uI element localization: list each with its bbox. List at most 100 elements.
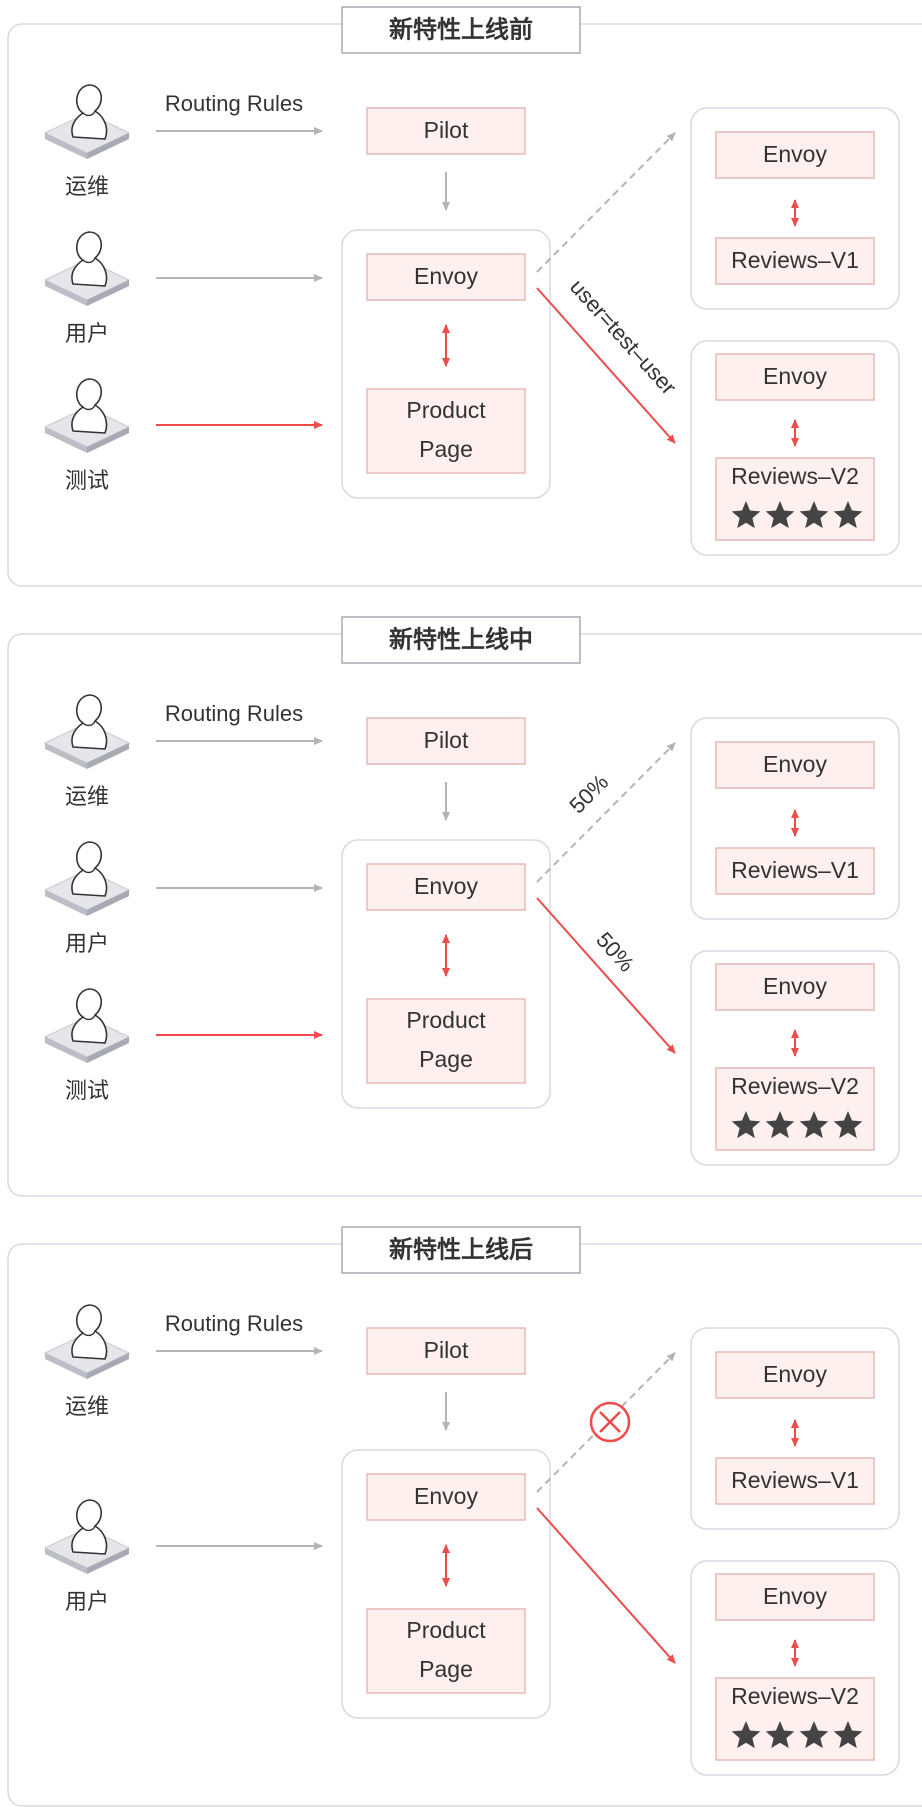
- v1-envoy-box: [715, 1351, 875, 1399]
- person-outline: [71, 988, 108, 1044]
- person-neck: [82, 1014, 96, 1021]
- platform-left: [45, 1353, 87, 1379]
- v1-envoy-box: [715, 131, 875, 179]
- user-icon: [43, 988, 131, 1063]
- person-neck: [82, 257, 96, 264]
- platform-right: [87, 427, 129, 453]
- routing-rules-label: Routing Rules: [165, 701, 303, 726]
- routing-rules-label: Routing Rules: [165, 91, 303, 116]
- user-icon: [43, 378, 131, 453]
- platform-right: [87, 280, 129, 306]
- person-outline: [71, 694, 108, 750]
- product-page-box: [366, 388, 526, 474]
- v2-envoy-label: Envoy: [763, 363, 827, 389]
- platform-left: [45, 280, 87, 306]
- person-neck: [82, 867, 96, 874]
- user-icon: [43, 1499, 131, 1574]
- user-icon: [43, 231, 131, 306]
- v1-reviews-box: [715, 1457, 875, 1505]
- user-label: 用户: [65, 931, 109, 956]
- platform-left: [45, 890, 87, 916]
- product-label-1: Product: [406, 1007, 486, 1033]
- product-label-2: Page: [419, 1656, 473, 1682]
- star-icon: [799, 1721, 829, 1749]
- person-outline: [71, 378, 108, 434]
- star-icon: [731, 1111, 761, 1139]
- route-to-v2: [536, 287, 676, 444]
- v2-reviews-label: Reviews–V2: [731, 463, 859, 489]
- user-label: 测试: [65, 468, 109, 493]
- platform-right: [87, 1353, 129, 1379]
- user-label: 运维: [65, 174, 109, 199]
- v1-reviews-label: Reviews–V1: [731, 247, 859, 273]
- pilot-box: [366, 717, 526, 765]
- v2-envoy-box: [715, 1573, 875, 1621]
- person-outline: [71, 1304, 108, 1360]
- platform-right: [87, 743, 129, 769]
- v1-envoy-label: Envoy: [763, 141, 827, 167]
- product-page-box: [366, 998, 526, 1084]
- person-neck: [82, 1330, 96, 1337]
- panel-title-box: [341, 6, 581, 54]
- person-neck: [82, 110, 96, 117]
- platform-left: [45, 133, 87, 159]
- pilot-label: Pilot: [424, 1337, 469, 1363]
- user-icon: [43, 1304, 131, 1379]
- v1-reviews-label: Reviews–V1: [731, 857, 859, 883]
- platform-left: [45, 1037, 87, 1063]
- star-icon: [731, 1721, 761, 1749]
- blocked-icon-x2: [599, 1411, 621, 1433]
- v1-envoy-label: Envoy: [763, 751, 827, 777]
- platform-right: [87, 1548, 129, 1574]
- pilot-label: Pilot: [424, 117, 469, 143]
- v1-envoy-box: [715, 741, 875, 789]
- user-label: 运维: [65, 1394, 109, 1419]
- v2-reviews-label: Reviews–V2: [731, 1073, 859, 1099]
- v2-envoy-box: [715, 963, 875, 1011]
- envoy-box: [366, 1473, 526, 1521]
- user-label: 用户: [65, 1589, 109, 1614]
- platform-right: [87, 890, 129, 916]
- user-label: 测试: [65, 1078, 109, 1103]
- route-to-v2: [536, 1507, 676, 1664]
- person-outline: [71, 231, 108, 287]
- pilot-label: Pilot: [424, 727, 469, 753]
- star-icon: [765, 1111, 795, 1139]
- product-label-1: Product: [406, 397, 486, 423]
- envoy-box: [366, 863, 526, 911]
- v2-reviews-box: [715, 1677, 875, 1761]
- route-to-v1: [536, 742, 676, 883]
- pilot-box: [366, 107, 526, 155]
- v1-reviews-box: [715, 847, 875, 895]
- platform-left: [45, 1548, 87, 1574]
- user-label: 用户: [65, 321, 109, 346]
- v1-reviews-label: Reviews–V1: [731, 1467, 859, 1493]
- panel-title-box: [341, 1226, 581, 1274]
- product-page-box: [366, 1608, 526, 1694]
- person-neck: [82, 404, 96, 411]
- platform-right: [87, 1037, 129, 1063]
- user-icon: [43, 84, 131, 159]
- panel-title-box: [341, 616, 581, 664]
- platform-right: [87, 133, 129, 159]
- star-icon: [833, 1111, 863, 1139]
- envoy-label: Envoy: [414, 873, 478, 899]
- person-outline: [71, 84, 108, 140]
- star-icon: [833, 1721, 863, 1749]
- route-to-v2: [536, 897, 676, 1054]
- user-icon: [43, 841, 131, 916]
- person-outline: [71, 841, 108, 897]
- panel-title: 新特性上线中: [389, 625, 533, 653]
- platform-left: [45, 743, 87, 769]
- product-label-2: Page: [419, 436, 473, 462]
- user-label: 运维: [65, 784, 109, 809]
- v1-envoy-label: Envoy: [763, 1361, 827, 1387]
- route-to-v1: [536, 132, 676, 273]
- panel-title: 新特性上线后: [389, 1235, 533, 1263]
- v2-envoy-box: [715, 353, 875, 401]
- platform-left: [45, 427, 87, 453]
